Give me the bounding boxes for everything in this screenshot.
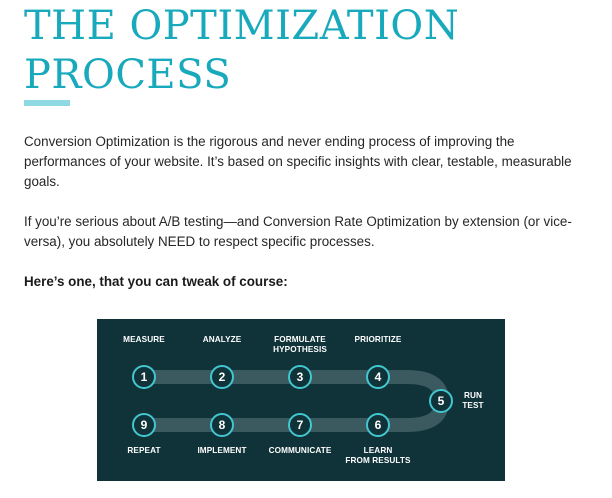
step-circles: [132, 365, 453, 437]
step-label-3: FORMULATE HYPOTHESIS: [273, 335, 327, 354]
step-number-7: 7: [296, 418, 304, 432]
step-number-5: 5: [437, 394, 445, 408]
step-number-2: 2: [218, 370, 226, 384]
step-circle-1: [132, 365, 156, 389]
process-paragraph: If you’re serious about A/B testing—and …: [24, 214, 572, 249]
process-track-svg: [132, 365, 453, 437]
page-title: THE OPTIMIZATION PROCESS: [24, 2, 612, 100]
step-label-1: MEASURE: [123, 335, 165, 344]
step-circle-8: [210, 413, 234, 437]
step-circle-3: [288, 365, 312, 389]
page-title-text: THE OPTIMIZATION PROCESS: [24, 3, 460, 98]
step-circle-5: [429, 389, 453, 413]
step-number-6: 6: [374, 418, 382, 432]
step-circle-7: [288, 413, 312, 437]
step-number-8: 8: [218, 418, 226, 432]
step-number-1: 1: [140, 370, 148, 384]
optimization-process-diagram: 1 MEASURE 2 ANALYZE 3 FORMULATE HYPOTHESIS 4 PR…: [97, 319, 505, 481]
step-number-3: 3: [296, 370, 304, 384]
step-circle-6: [366, 413, 390, 437]
step-label-6: LEARN FROM RESULTS: [345, 446, 411, 465]
step-label-9: REPEAT: [127, 446, 161, 455]
step-circle-4: [366, 365, 390, 389]
step-label-4: PRIORITIZE: [354, 335, 402, 344]
step-number-9: 9: [140, 418, 148, 432]
title-underline: [24, 100, 70, 106]
step-label-5: RUN TEST: [462, 391, 484, 410]
lead-in-text: Here’s one, that you can tweak of course…: [24, 274, 288, 289]
step-number-4: 4: [374, 370, 382, 384]
step-label-2: ANALYZE: [202, 335, 242, 344]
step-circle-2: [210, 365, 234, 389]
step-label-7: COMMUNICATE: [268, 446, 332, 455]
step-label-8: IMPLEMENT: [197, 446, 247, 455]
step-circle-9: [132, 413, 156, 437]
intro-paragraph: Conversion Optimization is the rigorous …: [24, 134, 572, 189]
